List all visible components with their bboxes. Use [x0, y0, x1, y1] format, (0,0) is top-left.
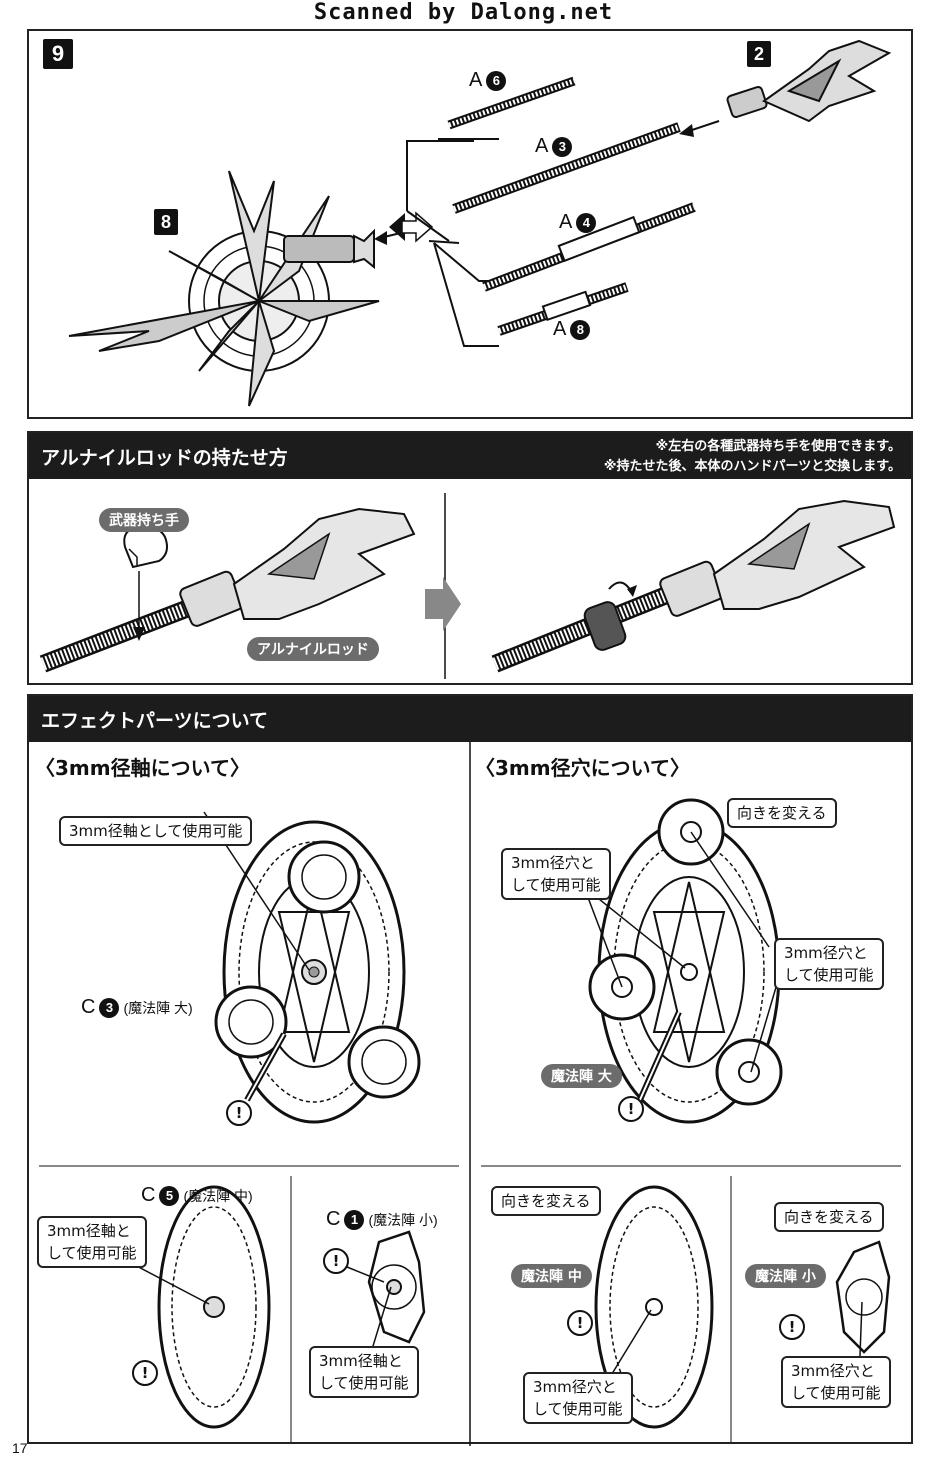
- warning-icon: !: [618, 1096, 644, 1122]
- grip-title: アルナイルロッドの持たせ方: [41, 446, 288, 469]
- scan-header: Scanned by Dalong.net: [313, 0, 614, 25]
- rod-a3: [452, 122, 681, 214]
- magic-circle-medium-right: [594, 1185, 714, 1429]
- effect-dividers: [39, 742, 901, 1446]
- part-letter: C: [326, 1208, 341, 1230]
- part-number: 6: [486, 70, 507, 91]
- hole-callout-small: 3mm径穴と して使用可能: [781, 1356, 891, 1408]
- part-letter: C: [81, 996, 96, 1018]
- rod-a4: [482, 202, 696, 292]
- step-number-badge: 9: [43, 39, 73, 69]
- callout-line-1: 3mm径穴と: [533, 1378, 617, 1396]
- sub-step-badge-2: 2: [747, 41, 771, 67]
- part-name: (魔法陣 大): [123, 999, 193, 1016]
- grip-header: アルナイルロッドの持たせ方: [29, 433, 911, 479]
- warning-icon: !: [226, 1100, 252, 1126]
- hand-icon: [123, 525, 168, 569]
- hole-callout-large-1: 3mm径穴と して使用可能: [501, 848, 611, 900]
- part-name: (魔法陣 中): [183, 1187, 253, 1204]
- page-number: 17: [12, 1440, 28, 1456]
- part-number: 8: [570, 319, 591, 340]
- part-number: 4: [576, 212, 597, 233]
- grip-illustration: [39, 493, 896, 679]
- magic-circle-small-right: [835, 1240, 891, 1354]
- warning-icon: !: [323, 1248, 349, 1274]
- callout-line-1: 3mm径穴と: [511, 854, 595, 872]
- rod-tip-part2: [726, 39, 892, 123]
- callout-line-2: して使用可能: [47, 1244, 137, 1262]
- hole-callout-large-2: 3mm径穴と して使用可能: [774, 938, 884, 990]
- callout-line-2: して使用可能: [791, 1384, 881, 1402]
- effect-header: エフェクトパーツについて: [29, 696, 911, 742]
- part-number: 5: [159, 1185, 180, 1206]
- axis-section-title: 〈3mm径軸について〉: [35, 756, 250, 780]
- swap-arrow-icon: [389, 211, 434, 243]
- magic-circle-small-left: [367, 1230, 426, 1344]
- next-arrow-icon: [425, 577, 461, 631]
- magic-circle-small-pill: 魔法陣 小: [745, 1264, 826, 1288]
- axis-callout-small: 3mm径軸と して使用可能: [309, 1346, 419, 1398]
- rod-label-a6: A 6: [469, 69, 507, 92]
- arnail-rod-head: [68, 170, 380, 407]
- rod-a6: [447, 76, 576, 130]
- axis-callout-large: 3mm径軸として使用可能: [59, 816, 253, 846]
- weapon-hand-label: 武器持ち手: [99, 508, 189, 532]
- hole-callout-medium: 3mm径穴と して使用可能: [523, 1372, 633, 1424]
- part-label-c5: C 5 (魔法陣 中): [141, 1184, 253, 1207]
- grip-panel: アルナイルロッドの持たせ方 ※左右の各種武器持ち手を使用できます。 ※持たせた後…: [27, 431, 913, 685]
- callout-line-2: して使用可能: [533, 1400, 623, 1418]
- part-number: 3: [552, 136, 573, 157]
- step9-illustration: [68, 39, 892, 407]
- magic-circle-large-pill: 魔法陣 大: [541, 1064, 622, 1088]
- grip-rod-right: [491, 499, 896, 673]
- turn-callout-large: 向きを変える: [727, 798, 837, 828]
- part-label-c3: C 3 (魔法陣 大): [81, 996, 193, 1019]
- callout-line-1: 3mm径軸と: [319, 1352, 403, 1370]
- warning-icon: !: [779, 1314, 805, 1340]
- rod-label-a8: A 8: [553, 318, 591, 341]
- part-letter: C: [141, 1184, 156, 1206]
- grip-note-1: ※左右の各種武器持ち手を使用できます。: [655, 439, 901, 454]
- callout-line-2: して使用可能: [784, 966, 874, 984]
- effect-title: エフェクトパーツについて: [41, 709, 269, 732]
- grip-rod-left: [39, 507, 416, 673]
- callout-line-2: して使用可能: [511, 876, 601, 894]
- grip-note-2: ※持たせた後、本体のハンドパーツと交換します。: [603, 459, 901, 474]
- part-number: 3: [99, 997, 120, 1018]
- effect-panel: エフェクトパーツについて: [27, 694, 913, 1446]
- part-letter: A: [559, 211, 573, 233]
- step9-panel: 9: [27, 29, 913, 419]
- part-letter: A: [553, 318, 567, 340]
- part-name: (魔法陣 小): [368, 1211, 438, 1228]
- magic-circle-medium-left: [157, 1185, 271, 1429]
- rod-name-label: アルナイルロッド: [247, 637, 379, 661]
- hole-section-title: 〈3mm径穴について〉: [475, 756, 690, 780]
- turn-callout-medium: 向きを変える: [491, 1186, 601, 1216]
- warning-icon: !: [567, 1310, 593, 1336]
- part-letter: A: [469, 69, 483, 91]
- callout-line-2: して使用可能: [319, 1374, 409, 1392]
- axis-callout-medium: 3mm径軸と して使用可能: [37, 1216, 147, 1268]
- magic-circle-large-left: [214, 820, 421, 1124]
- callout-line-1: 3mm径穴と: [791, 1362, 875, 1380]
- magic-circle-medium-pill: 魔法陣 中: [511, 1264, 592, 1288]
- grip-notes: ※左右の各種武器持ち手を使用できます。 ※持たせた後、本体のハンドパーツと交換し…: [604, 437, 901, 477]
- part-number: 1: [344, 1209, 365, 1230]
- callout-line-1: 3mm径軸と: [47, 1222, 131, 1240]
- rod-label-a4: A 4: [559, 211, 597, 234]
- rod-a8: [497, 282, 629, 336]
- part-label-c1: C 1 (魔法陣 小): [326, 1208, 438, 1231]
- sub-step-badge-8: 8: [154, 209, 178, 235]
- turn-callout-small: 向きを変える: [774, 1202, 884, 1232]
- warning-icon: !: [132, 1360, 158, 1386]
- part-letter: A: [535, 135, 549, 157]
- rod-label-a3: A 3: [535, 135, 573, 158]
- callout-line-1: 3mm径穴と: [784, 944, 868, 962]
